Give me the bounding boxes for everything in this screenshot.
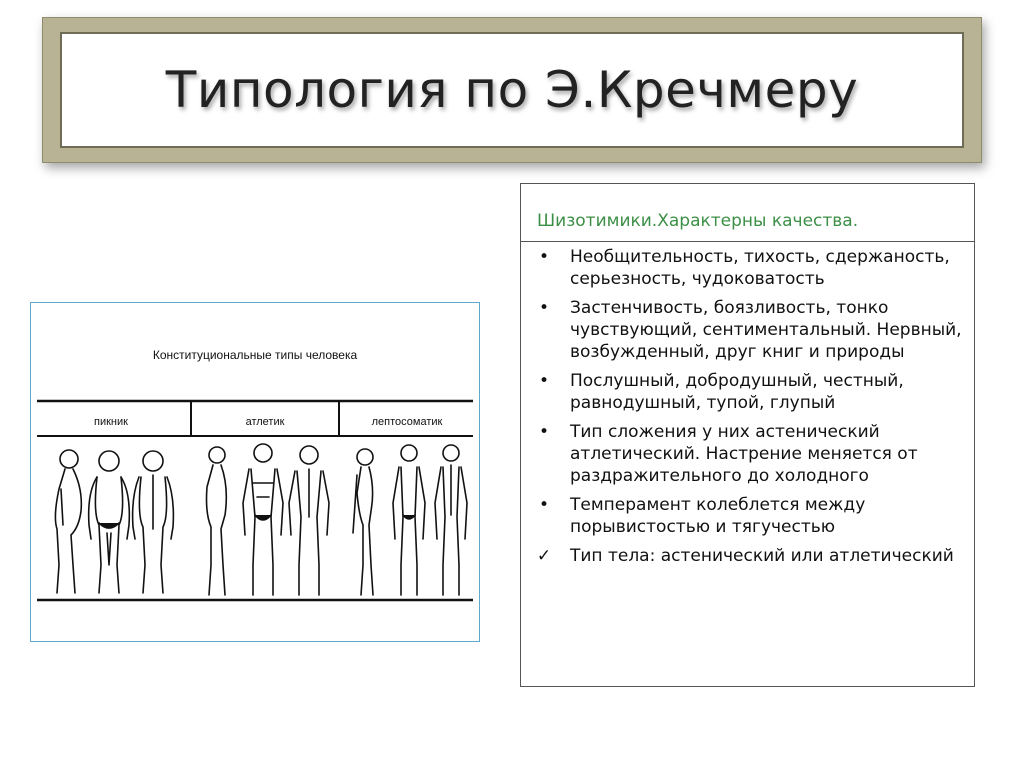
list-item: ✓ Тип тела: астенический или атлетический (521, 545, 974, 567)
title-box: Типология по Э.Кречмеру (60, 32, 964, 148)
athletic-back-figure (288, 445, 330, 596)
bullet-icon: • (538, 371, 550, 391)
bullet-icon: • (538, 495, 550, 515)
type-label-pyknic: пикник (94, 416, 128, 428)
type-label-leptosomatic: лептосоматик (372, 416, 443, 428)
list-item-text: Необщительность, тихость, сдержаность, с… (570, 247, 950, 289)
list-item-text: Тип тела: астенический или атлетический (570, 546, 954, 566)
athletic-front-figure (242, 443, 284, 596)
list-item: • Послушный, добродушный, честный, равнод… (521, 370, 974, 414)
pyknic-front-figure (87, 450, 131, 594)
title-frame: Типология по Э.Кречмеру (42, 17, 982, 163)
list-item: • Необщительность, тихость, сдержаность, … (521, 246, 974, 290)
body-types-illustration: Конституциональные типы человека пикник … (30, 302, 480, 642)
list-item-text: Послушный, добродушный, честный, равноду… (570, 371, 904, 413)
type-label-athletic: атлетик (246, 416, 285, 428)
pyknic-side-figure (54, 449, 83, 594)
slide-title: Типология по Э.Кречмеру (165, 61, 859, 119)
panel-heading: Шизотимики.Характерны качества. (537, 211, 859, 231)
list-item: • Темперамент колеблется между порывистос… (521, 494, 974, 538)
bullet-icon: • (538, 247, 550, 267)
list-item: • Тип сложения у них астенический атлетич… (521, 421, 974, 487)
pyknic-back-figure (131, 450, 175, 594)
list-item-text: Темперамент колеблется между порывистост… (570, 495, 866, 537)
list-item: • Застенчивость, боязливость, тонко чувст… (521, 297, 974, 363)
body-types-figure: Конституциональные типы человека пикник … (37, 348, 473, 602)
panel-header: Шизотимики.Характерны качества. (521, 184, 974, 242)
leptosomatic-side-figure (352, 448, 374, 596)
athletic-side-figure (205, 446, 228, 596)
characteristics-panel: Шизотимики.Характерны качества. • Необщит… (520, 183, 975, 687)
bullet-icon: • (538, 298, 550, 318)
leptosomatic-back-figure (434, 444, 468, 596)
characteristics-list: • Необщительность, тихость, сдержаность, … (521, 246, 974, 574)
list-item-text: Тип сложения у них астенический атлетиче… (570, 422, 918, 486)
leptosomatic-front-figure (392, 444, 426, 596)
list-item-text: Застенчивость, боязливость, тонко чувств… (570, 298, 962, 362)
checkmark-icon: ✓ (536, 546, 552, 566)
illustration-title: Конституциональные типы человека (153, 348, 358, 362)
bullet-icon: • (538, 422, 550, 442)
